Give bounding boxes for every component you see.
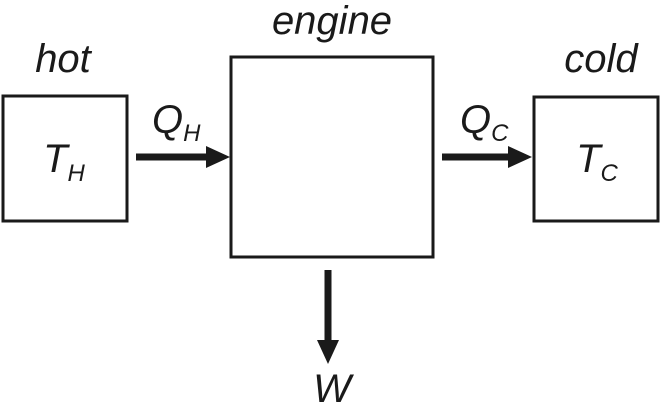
cold-label: cold <box>564 37 639 81</box>
work-label: W <box>313 367 354 410</box>
heat-out-arrow <box>442 146 532 168</box>
hot-temperature-subscript: H <box>68 160 86 187</box>
engine-box <box>229 55 435 259</box>
hot-reservoir-box <box>1 94 129 223</box>
hot-label: hot <box>35 37 92 81</box>
cold-temperature-subscript: C <box>601 160 619 187</box>
heat-out-subscript: C <box>491 120 509 147</box>
work-arrow <box>317 270 339 364</box>
heat-in-label: QH <box>152 98 201 147</box>
cold-temperature-label: TC <box>576 137 618 187</box>
heat-in-symbol: Q <box>152 98 183 142</box>
cold-reservoir-box <box>532 95 660 223</box>
hot-temperature-symbol: T <box>43 137 70 181</box>
engine-label: engine <box>272 0 392 43</box>
hot-temperature-label: TH <box>43 137 85 187</box>
heat-out-label: QC <box>460 98 509 147</box>
heat-in-subscript: H <box>183 120 201 147</box>
heat-out-symbol: Q <box>460 98 491 142</box>
cold-temperature-symbol: T <box>576 137 603 181</box>
heat-in-arrow <box>136 146 230 168</box>
